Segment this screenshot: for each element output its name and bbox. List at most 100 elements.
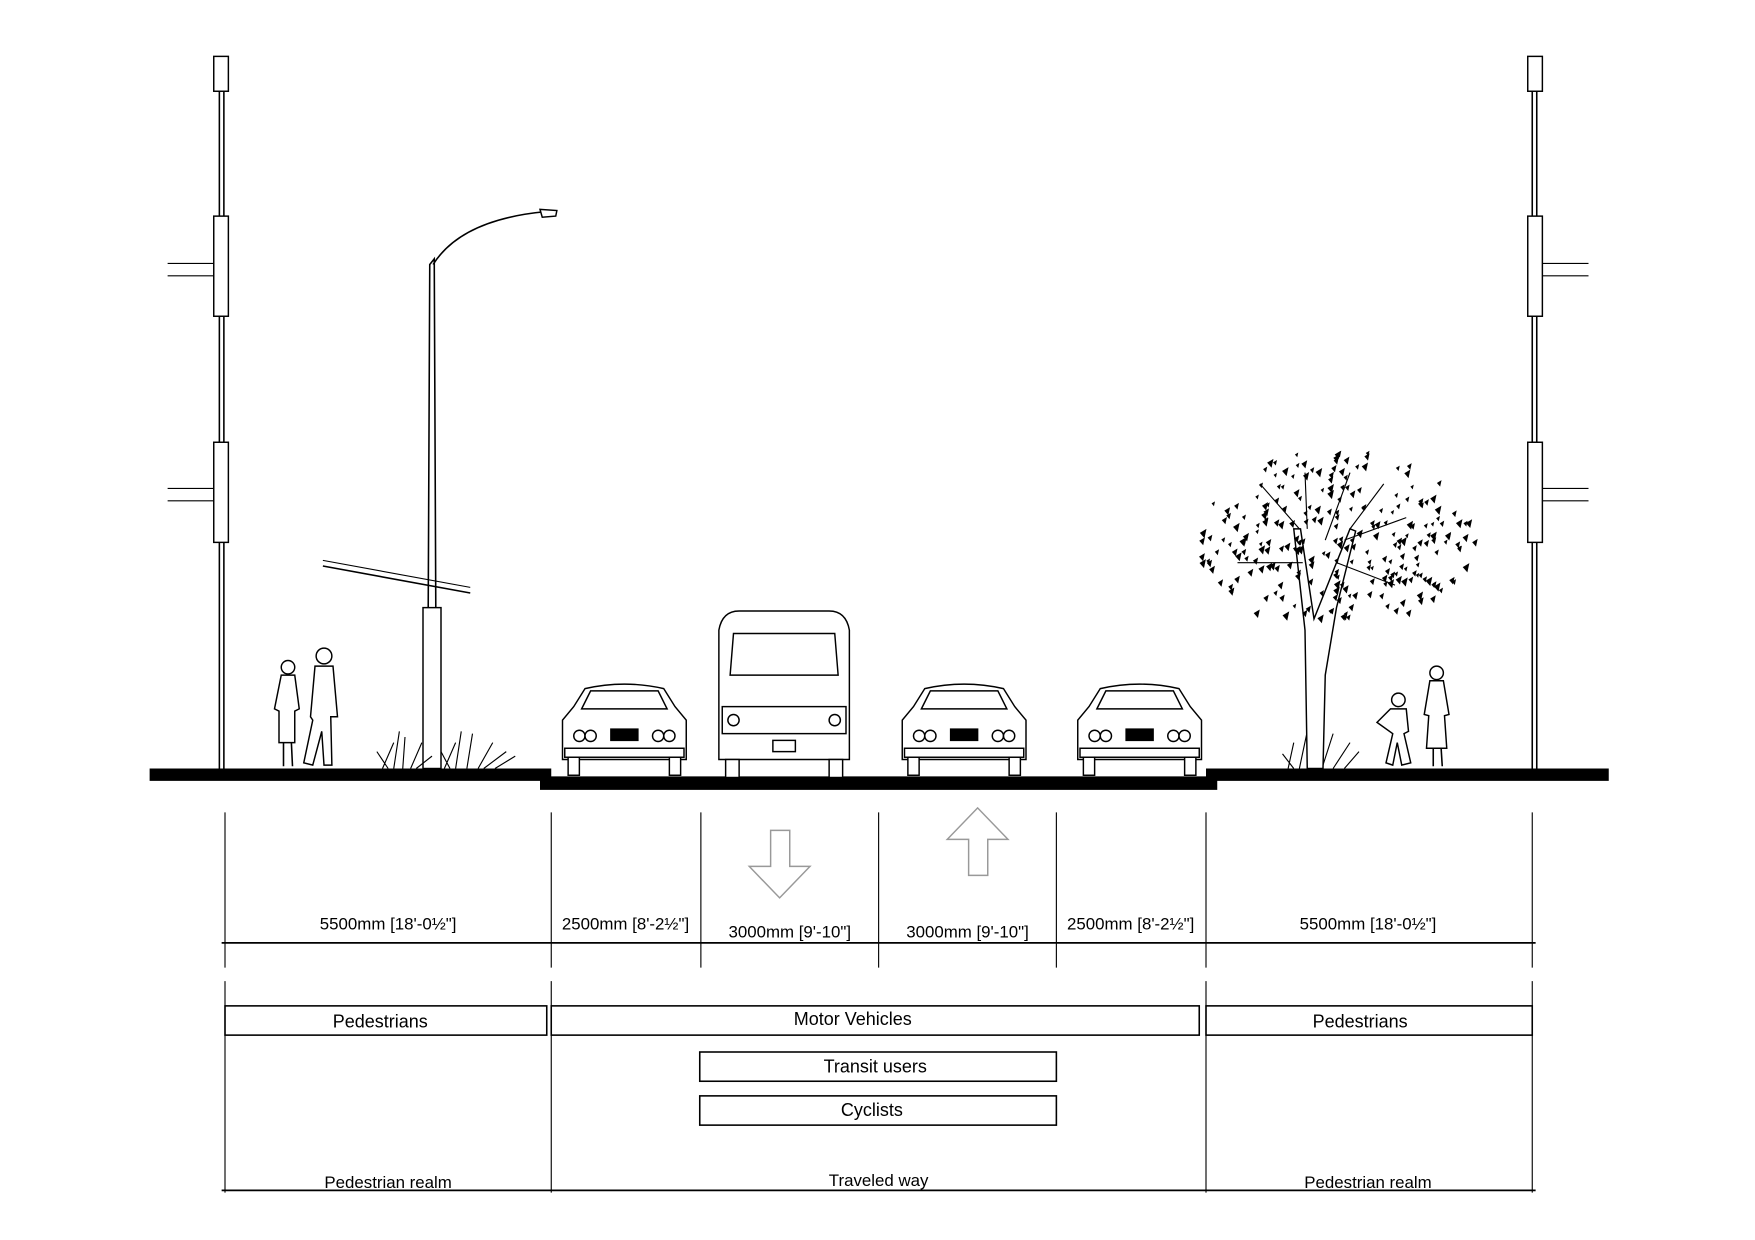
leaf — [1348, 603, 1355, 612]
leaf — [1242, 538, 1247, 545]
leaf — [1455, 541, 1461, 549]
leaf — [1252, 557, 1259, 565]
leaf — [1451, 579, 1457, 586]
leaf — [1199, 537, 1205, 546]
leaf — [1266, 502, 1270, 508]
leaf — [1226, 512, 1231, 520]
leaf — [1397, 544, 1402, 551]
cyclists-label: Cyclists — [841, 1100, 903, 1120]
leaf — [1209, 565, 1215, 574]
leaf — [1258, 545, 1266, 555]
leaf — [1333, 571, 1339, 579]
leaf — [1199, 528, 1207, 539]
leaf — [1430, 521, 1435, 527]
leaf — [1278, 545, 1285, 553]
leaf — [1221, 517, 1227, 525]
leaf — [1399, 563, 1405, 571]
leaf — [1346, 614, 1351, 621]
leaf — [1217, 579, 1224, 587]
leaf — [1305, 605, 1311, 613]
leaf — [1350, 543, 1357, 551]
leaf — [1374, 521, 1381, 530]
leaf — [1430, 531, 1437, 541]
leaf — [1231, 548, 1238, 557]
dimension-label: 3000mm [9'-10"] — [906, 922, 1029, 941]
leaf — [1417, 597, 1424, 606]
leaf — [1273, 459, 1278, 466]
street-light — [322, 208, 558, 770]
leaf — [1410, 484, 1414, 490]
leaf — [1439, 520, 1445, 527]
leaf — [1297, 545, 1304, 555]
leaf — [1258, 482, 1263, 489]
leaf — [1282, 505, 1288, 513]
utility-pole-right — [1527, 55, 1589, 769]
leaf — [1390, 571, 1396, 579]
leaf — [1244, 555, 1249, 562]
leaf — [1317, 516, 1324, 526]
leaf — [1405, 533, 1409, 539]
leaf — [1334, 514, 1340, 521]
leaf — [1307, 504, 1312, 511]
leaf — [1417, 539, 1423, 547]
leaf — [1211, 501, 1215, 507]
leaf — [1408, 576, 1414, 584]
leaf — [1436, 515, 1440, 522]
leaf — [1214, 549, 1220, 556]
leaf — [1338, 536, 1344, 543]
leaf — [1418, 572, 1423, 579]
dimension-label: 2500mm [8'-2½"] — [562, 914, 689, 933]
leaf — [1293, 489, 1300, 498]
pedestrian-couple — [273, 647, 339, 767]
leaf — [1233, 522, 1240, 533]
leaf — [1418, 498, 1424, 506]
leaf — [1465, 519, 1473, 529]
leaf — [1261, 511, 1268, 520]
leaf — [1221, 537, 1226, 543]
leaf — [1414, 554, 1420, 562]
leaf — [1247, 568, 1254, 577]
leaf — [1355, 464, 1360, 470]
leaf — [1303, 510, 1308, 517]
leaf — [1327, 489, 1334, 500]
leaf — [1345, 484, 1350, 491]
leaf — [1327, 484, 1334, 494]
leaf — [1424, 499, 1429, 506]
leaf — [1276, 483, 1281, 490]
leaf — [1415, 562, 1420, 568]
leaf — [1308, 561, 1315, 570]
leaf — [1383, 581, 1388, 587]
leaf — [1337, 496, 1342, 503]
leaf — [1317, 614, 1324, 624]
leaf — [1280, 484, 1285, 490]
leaf — [1239, 538, 1245, 546]
leaf — [1423, 539, 1430, 548]
leaf — [1297, 540, 1301, 546]
utility-pole-left — [167, 55, 230, 769]
leaf — [1334, 450, 1341, 460]
leaf — [1369, 578, 1375, 586]
leaf — [1379, 592, 1385, 600]
leaf — [1406, 463, 1412, 470]
leaf — [1321, 551, 1326, 557]
leaf — [1349, 506, 1353, 512]
leaf — [1199, 559, 1206, 569]
transit-users-label: Transit users — [824, 1056, 927, 1076]
leaf — [1367, 559, 1372, 565]
leaf — [1388, 574, 1394, 582]
leaf — [1319, 590, 1324, 597]
leaf — [1286, 561, 1293, 570]
dimension-label: 3000mm [9'-10"] — [728, 922, 851, 941]
leaf — [1416, 591, 1424, 601]
leaf — [1242, 532, 1249, 542]
leaf — [1311, 516, 1317, 524]
leaf — [1328, 608, 1333, 614]
leaf — [1382, 555, 1388, 563]
leaf — [1343, 586, 1349, 593]
leaf — [1395, 575, 1402, 585]
leaf — [1403, 566, 1408, 572]
leaf — [1457, 545, 1462, 551]
leaf — [1472, 538, 1478, 547]
leaf — [1415, 572, 1420, 578]
traveled-way-label: Traveled way — [829, 1171, 929, 1190]
